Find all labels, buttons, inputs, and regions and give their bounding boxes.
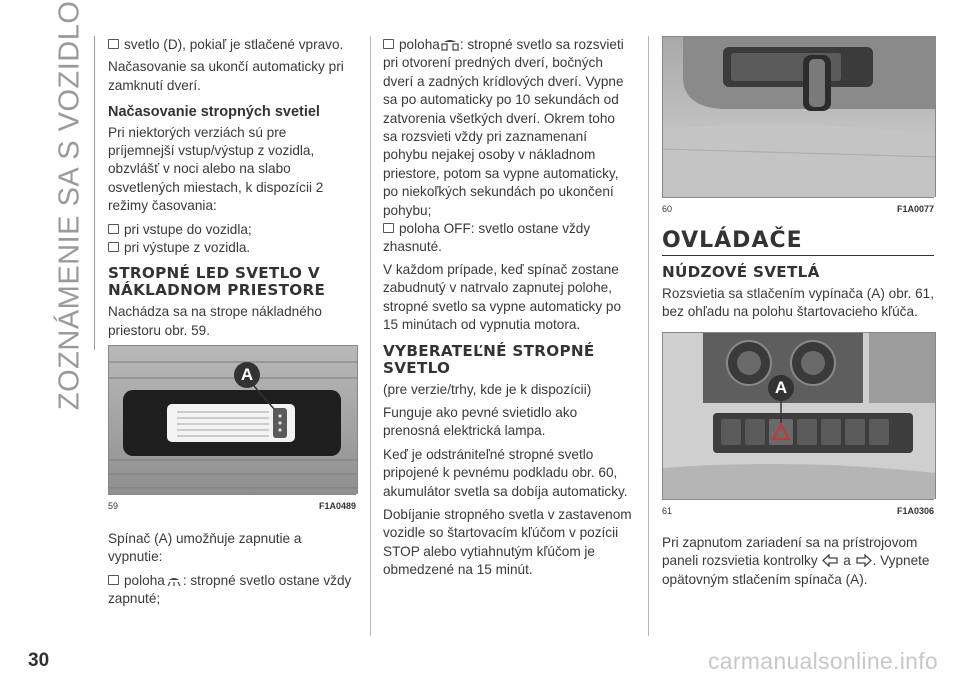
list-item: svetlo (D), pokiaľ je stlačené vpravo. bbox=[108, 36, 356, 54]
figure-code: F1A0489 bbox=[318, 501, 356, 512]
page-number: 30 bbox=[28, 650, 50, 671]
list-item: poloha OFF: svetlo ostane vždy zhasnuté. bbox=[383, 221, 591, 255]
paragraph: V každom prípade, keď spínač zostane zab… bbox=[383, 261, 622, 333]
figure-code: F1A0306 bbox=[896, 505, 934, 516]
column-1: svetlo (D), pokiaľ je stlačené vpravo. N… bbox=[108, 36, 358, 608]
figure-61-image: A bbox=[662, 331, 936, 499]
hazard-switch-panel-illustration bbox=[663, 332, 935, 499]
paragraph: Rozsvietia sa stlačením vypínača (A) obr… bbox=[662, 285, 934, 320]
side-section-title: ZOZNÁMENIE SA S VOZIDLOM bbox=[53, 0, 86, 411]
paragraph: Funguje ako pevné svietidlo ako prenosná… bbox=[383, 404, 578, 439]
list-item: poloha: stropné svetlo ostane vždy zapnu… bbox=[108, 572, 352, 606]
section-heading-hazard-lights: NÚDZOVÉ SVETLÁ bbox=[662, 262, 820, 281]
section-heading-removable-light: VYBERATEĽNÉ STROPNÉ SVETLO bbox=[383, 341, 595, 377]
square-bullet-icon bbox=[383, 39, 394, 49]
square-bullet-icon bbox=[108, 223, 119, 234]
left-arrow-indicator-icon bbox=[822, 554, 839, 568]
paragraph: Načasovanie sa ukončí automaticky pri za… bbox=[108, 59, 344, 93]
list-item: pri výstupe z vozidla. bbox=[108, 239, 356, 257]
square-bullet-icon bbox=[108, 39, 119, 49]
paragraph: Dobíjanie stropného svetla v zastavenom … bbox=[383, 506, 632, 578]
paragraph: Pri zapnutom zariadení sa na prístrojovo… bbox=[662, 535, 930, 587]
door-lamp-icon bbox=[441, 40, 459, 51]
subheading-timing: Načasovanie stropných svetiel bbox=[108, 104, 320, 121]
square-bullet-icon bbox=[108, 574, 119, 585]
column-divider bbox=[370, 36, 371, 636]
column-2: poloha: stropné svetlo sa rozsvieti pri … bbox=[383, 36, 633, 585]
figure-59-caption: 59 F1A0489 bbox=[108, 494, 356, 515]
figure-61-caption: 61 F1A0306 bbox=[662, 498, 934, 520]
square-bullet-icon bbox=[383, 223, 394, 234]
figure-number: 60 bbox=[662, 204, 673, 214]
list-item: pri vstupe do vozidla; bbox=[108, 221, 356, 239]
callout-a: A bbox=[234, 362, 260, 389]
figure-60-image bbox=[662, 36, 936, 197]
paragraph: Pri niektorých verziách sú pre príjemnej… bbox=[108, 124, 324, 214]
figure-code: F1A0077 bbox=[896, 204, 934, 214]
cargo-led-light-illustration bbox=[109, 346, 357, 495]
figure-number: 59 bbox=[108, 501, 119, 512]
figure-59-image: A bbox=[108, 345, 358, 495]
removable-light-illustration bbox=[663, 37, 935, 197]
watermark: carmanualsonline.info bbox=[707, 648, 938, 674]
lamp-on-icon bbox=[167, 577, 181, 586]
callout-a: A bbox=[768, 374, 794, 401]
section-heading-controls: OVLÁDAČE bbox=[662, 230, 934, 256]
column-3: 60 F1A0077 OVLÁDAČE NÚDZOVÉ SVETLÁ Rozsv… bbox=[662, 36, 936, 594]
list-item: poloha: stropné svetlo sa rozsvieti pri … bbox=[383, 37, 624, 218]
paragraph: Keď je odstrániteľné stropné svetlo prip… bbox=[383, 446, 628, 499]
column-divider bbox=[648, 36, 649, 636]
paragraph: Spínač (A) umožňuje zapnutie a vypnutie: bbox=[108, 530, 302, 565]
right-arrow-indicator-icon bbox=[855, 554, 872, 568]
square-bullet-icon bbox=[108, 242, 119, 253]
paragraph: Nachádza sa na strope nákladného priesto… bbox=[108, 304, 322, 338]
paragraph: (pre verzie/trhy, kde je k dispozícii) bbox=[383, 381, 592, 397]
side-divider bbox=[94, 36, 95, 350]
figure-number: 61 bbox=[662, 505, 673, 516]
figure-60-caption: 60 F1A0077 bbox=[662, 197, 934, 218]
section-heading-cargo-light: STROPNÉ LED SVETLO V NÁKLADNOM PRIESTORE bbox=[108, 264, 326, 300]
